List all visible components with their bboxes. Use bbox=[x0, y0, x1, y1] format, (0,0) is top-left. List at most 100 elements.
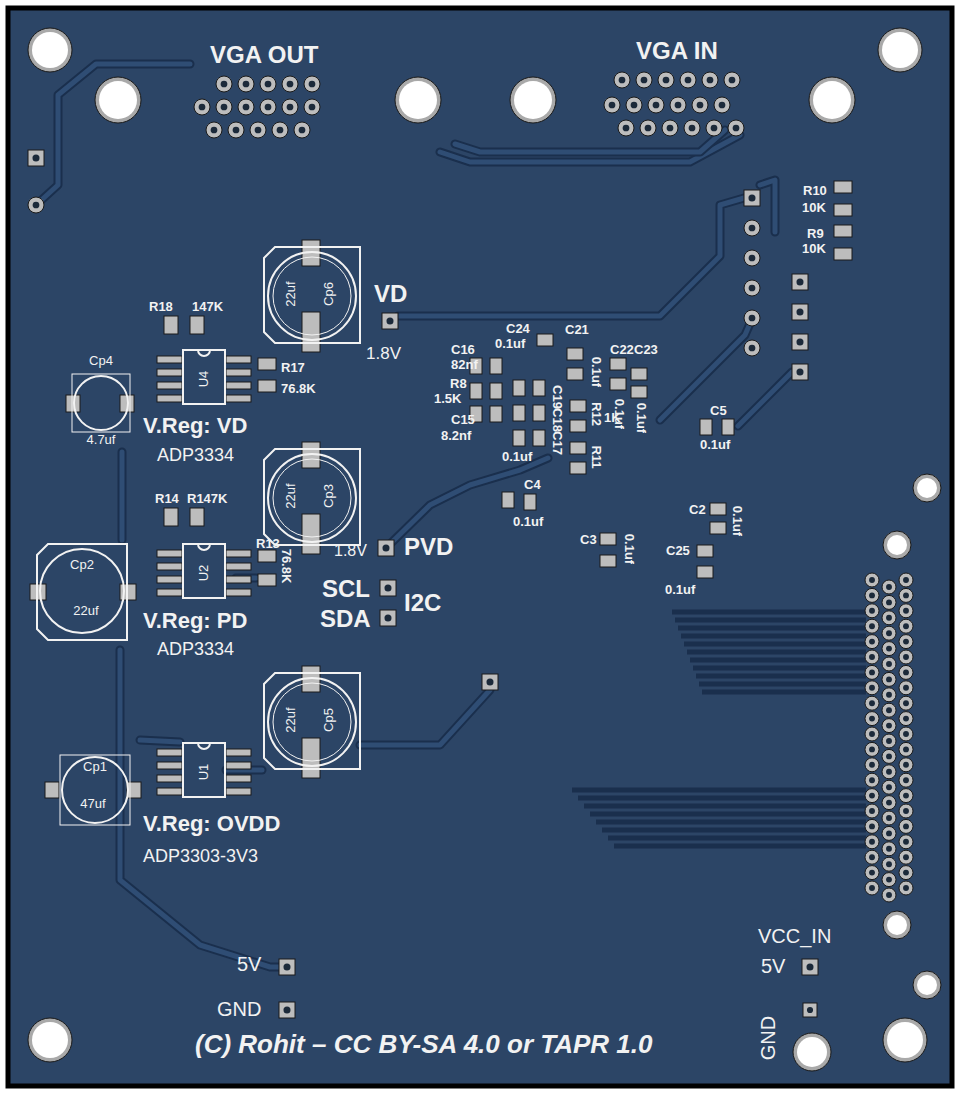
electrolytic-capacitor: Cp522uf bbox=[263, 672, 361, 770]
square-pad bbox=[803, 1003, 817, 1017]
pin-pad bbox=[882, 657, 896, 671]
smd-pad bbox=[157, 576, 182, 583]
pin-pad bbox=[865, 850, 879, 864]
pin-drill bbox=[675, 102, 682, 109]
pin-drill bbox=[886, 738, 892, 744]
pin-pad bbox=[865, 758, 879, 772]
mount-hole bbox=[917, 975, 937, 995]
smd-pad bbox=[710, 503, 726, 515]
mount-ring bbox=[809, 77, 855, 123]
mount-hole bbox=[514, 81, 552, 119]
silkscreen-label: 0.1uf bbox=[502, 450, 532, 464]
square-pad bbox=[744, 190, 760, 206]
pin-drill bbox=[869, 716, 875, 722]
pin-drill bbox=[903, 669, 909, 675]
silkscreen-label: 0.1uf bbox=[495, 337, 525, 351]
silkscreen-label: R13 bbox=[256, 537, 280, 551]
smd-pad bbox=[45, 782, 59, 798]
smd-pad bbox=[157, 382, 182, 389]
outline-svg bbox=[263, 448, 361, 546]
smd-pad bbox=[157, 589, 182, 596]
pin-pad bbox=[865, 712, 879, 726]
silkscreen-label: V.Reg: VD bbox=[143, 414, 247, 437]
pin-drill bbox=[609, 102, 616, 109]
pin-pad bbox=[744, 250, 760, 266]
smd-pad bbox=[157, 775, 182, 782]
pin-drill bbox=[903, 870, 909, 876]
silkscreen-label: 0.1uf bbox=[622, 534, 636, 564]
pin-drill bbox=[749, 225, 756, 232]
smd-pad bbox=[226, 395, 251, 402]
component-value: 22uf bbox=[284, 483, 298, 508]
square-pad bbox=[792, 364, 808, 380]
smd-pad bbox=[157, 762, 182, 769]
pin-pad bbox=[865, 635, 879, 649]
pin-drill bbox=[903, 577, 909, 583]
smd-pad bbox=[157, 563, 182, 570]
mount-hole bbox=[32, 32, 68, 68]
pin-drill bbox=[685, 77, 692, 84]
capacitor-circle bbox=[268, 252, 356, 340]
pin-pad bbox=[899, 758, 913, 772]
pin-drill bbox=[886, 599, 892, 605]
capacitor-circle bbox=[40, 549, 124, 633]
copper-trace-edge bbox=[660, 319, 752, 420]
electrolytic-capacitor: Cp44.7uf bbox=[60, 352, 144, 448]
smd-pad bbox=[258, 574, 276, 586]
pin-drill bbox=[886, 661, 892, 667]
capacitor-outline bbox=[264, 673, 360, 769]
pin-pad bbox=[882, 811, 896, 825]
smd-pad bbox=[127, 782, 141, 798]
smd-pad bbox=[513, 405, 525, 421]
pin-pad bbox=[714, 97, 730, 113]
silkscreen-label: C17 bbox=[550, 431, 564, 455]
smd-pad bbox=[610, 378, 626, 390]
pin-drill bbox=[619, 77, 626, 84]
pin-pad bbox=[216, 99, 232, 115]
square-pad bbox=[792, 334, 808, 350]
silkscreen-label: 8.2nf bbox=[441, 429, 471, 443]
pin-drill bbox=[903, 700, 909, 706]
pin-drill bbox=[384, 584, 391, 591]
pin-pad bbox=[702, 72, 718, 88]
pin-drill bbox=[903, 762, 909, 768]
pin-pad bbox=[882, 611, 896, 625]
smd-pad bbox=[157, 749, 182, 756]
pin-pad bbox=[882, 626, 896, 640]
silkscreen-label: 10K bbox=[802, 201, 826, 215]
bus-trace bbox=[590, 812, 866, 817]
pin-drill bbox=[886, 877, 892, 883]
smd-pad bbox=[190, 508, 204, 526]
bus-trace bbox=[687, 650, 866, 655]
mount-ring bbox=[510, 77, 556, 123]
copper-trace bbox=[140, 740, 180, 742]
smd-pad bbox=[631, 368, 647, 380]
board-outline bbox=[8, 8, 952, 1086]
smd-pad bbox=[226, 775, 251, 782]
silkscreen-label: C25 bbox=[666, 544, 690, 558]
silkscreen-label: VD bbox=[374, 281, 407, 306]
pin-pad bbox=[899, 819, 913, 833]
square-pad bbox=[380, 580, 396, 596]
smd-pad bbox=[722, 419, 734, 435]
copper-trace-edge bbox=[140, 740, 180, 742]
bus-trace bbox=[699, 682, 866, 687]
pin-drill bbox=[903, 823, 909, 829]
silkscreen-label: VCC_IN bbox=[758, 926, 831, 947]
silkscreen-label: 1.5K bbox=[434, 392, 461, 406]
pin-drill bbox=[299, 127, 306, 134]
pin-pad bbox=[618, 120, 634, 136]
capacitor-circle bbox=[62, 757, 128, 823]
smd-pad bbox=[302, 312, 320, 352]
pin-drill bbox=[886, 676, 892, 682]
smd-pad bbox=[697, 545, 713, 557]
electrolytic-capacitor: Cp222uf bbox=[36, 543, 128, 641]
bus-trace bbox=[672, 610, 866, 615]
pin-pad bbox=[282, 76, 298, 92]
silkscreen-label: 5V bbox=[761, 956, 785, 977]
pin-pad bbox=[899, 850, 913, 864]
designator: Cp2 bbox=[70, 558, 94, 572]
pin-drill bbox=[287, 81, 294, 88]
smd-pad bbox=[570, 462, 586, 474]
